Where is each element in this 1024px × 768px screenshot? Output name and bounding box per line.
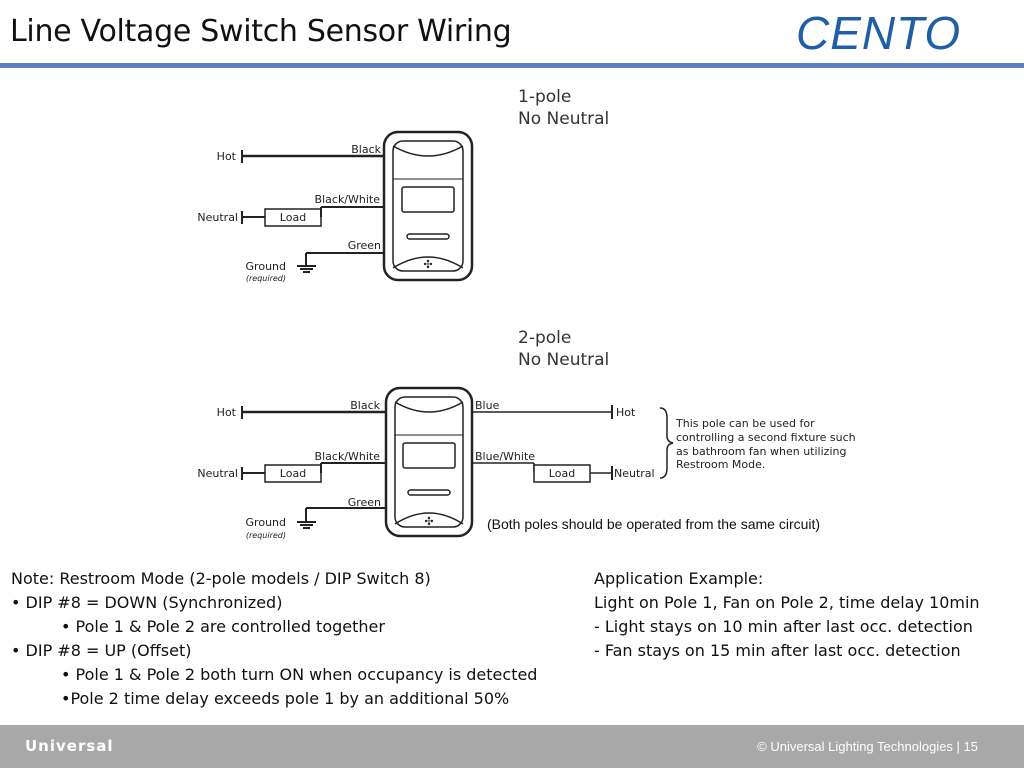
diagram2-blue-white-label: Blue/White: [475, 450, 535, 463]
diagram1-hot-label: Hot: [217, 150, 237, 163]
restroom-mode-notes: Note: Restroom Mode (2-pole models / DIP…: [11, 567, 537, 711]
wiring-diagrams: 1-pole No Neutral Hot Black Neutral Load…: [197, 87, 855, 540]
diagram2-hot-right-label: Hot: [616, 406, 636, 419]
title-divider: [0, 63, 1024, 68]
diagram2-black-white-label: Black/White: [315, 450, 381, 463]
copyright-text: © Universal Lighting Technologies | 15: [757, 739, 978, 754]
diagram2-black-label: Black: [350, 399, 380, 412]
diagram1-heading-line1: 1-pole: [518, 87, 571, 107]
diagram2-ground-icon: [297, 521, 316, 529]
diagram2-hot-label: Hot: [217, 406, 237, 419]
diagram2-note-line4: Restroom Mode.: [676, 458, 765, 471]
circuit-note: (Both poles should be operated from the …: [487, 516, 821, 532]
diagram2-neutral-label: Neutral: [197, 467, 238, 480]
diagram2-load-label: Load: [280, 467, 306, 480]
note-line3: • Pole 1 & Pole 2 are controlled togethe…: [61, 617, 385, 636]
diagram2-switch-sensor: ✣: [384, 386, 474, 538]
example-line4: - Fan stays on 15 min after last occ. de…: [594, 641, 961, 660]
universal-logo: Universal: [25, 737, 114, 755]
diagram1-ground-icon: [297, 265, 316, 273]
diagram2-note-line1: This pole can be used for: [675, 417, 815, 430]
diagram1-load-label: Load: [280, 211, 306, 224]
note-line1: Note: Restroom Mode (2-pole models / DIP…: [11, 569, 431, 588]
footer-bar: Universal © Universal Lighting Technolog…: [0, 725, 1024, 768]
diagram2-ground-label: Ground: [246, 516, 286, 529]
diagram2-heading-line2: No Neutral: [518, 350, 609, 370]
diagram1-load-box: [264, 208, 322, 227]
cento-logo: CENTO: [796, 7, 962, 59]
diagram1-ground-label: Ground: [246, 260, 286, 273]
diagram2-sensor-dot-icon: ✣: [424, 515, 433, 528]
diagram2-load-box: [264, 464, 322, 483]
diagram1-required-label: (required): [246, 274, 286, 283]
example-line2: Light on Pole 1, Fan on Pole 2, time del…: [594, 593, 980, 612]
diagram2-brace: [659, 407, 674, 479]
diagram1-sensor-dot-icon: ✣: [423, 258, 432, 271]
note-line5: • Pole 1 & Pole 2 both turn ON when occu…: [61, 665, 538, 684]
diagram1-black-label: Black: [351, 143, 381, 156]
example-line1: Application Example:: [594, 569, 764, 588]
diagram1-black-white-label: Black/White: [315, 193, 381, 206]
diagram2-green-label: Green: [348, 496, 381, 509]
note-line6: •Pole 2 time delay exceeds pole 1 by an …: [61, 689, 510, 708]
slide-title: Line Voltage Switch Sensor Wiring: [10, 14, 512, 49]
diagram2-required-label: (required): [246, 531, 286, 540]
diagram1-heading-line2: No Neutral: [518, 109, 609, 129]
diagram2-load-right-label: Load: [549, 467, 575, 480]
note-line4: • DIP #8 = UP (Offset): [11, 641, 192, 660]
diagram2-note-line2: controlling a second fixture such: [676, 431, 856, 444]
diagram1-neutral-label: Neutral: [197, 211, 238, 224]
diagram2-heading-line1: 2-pole: [518, 328, 571, 348]
diagram1-green-label: Green: [348, 239, 381, 252]
example-line3: - Light stays on 10 min after last occ. …: [594, 617, 973, 636]
diagram2-note-line3: as bathroom fan when utilizing: [676, 445, 846, 458]
application-example: Application Example: Light on Pole 1, Fa…: [594, 567, 980, 663]
note-line2: • DIP #8 = DOWN (Synchronized): [11, 593, 283, 612]
diagram-2-pole: 2-pole No Neutral Hot Black Neutral Load…: [197, 328, 855, 540]
diagram-1-pole: 1-pole No Neutral Hot Black Neutral Load…: [197, 87, 609, 283]
diagram2-neutral-right-label: Neutral: [614, 467, 655, 480]
diagram1-switch-sensor: ✣: [382, 130, 474, 282]
diagram2-blue-label: Blue: [475, 399, 500, 412]
